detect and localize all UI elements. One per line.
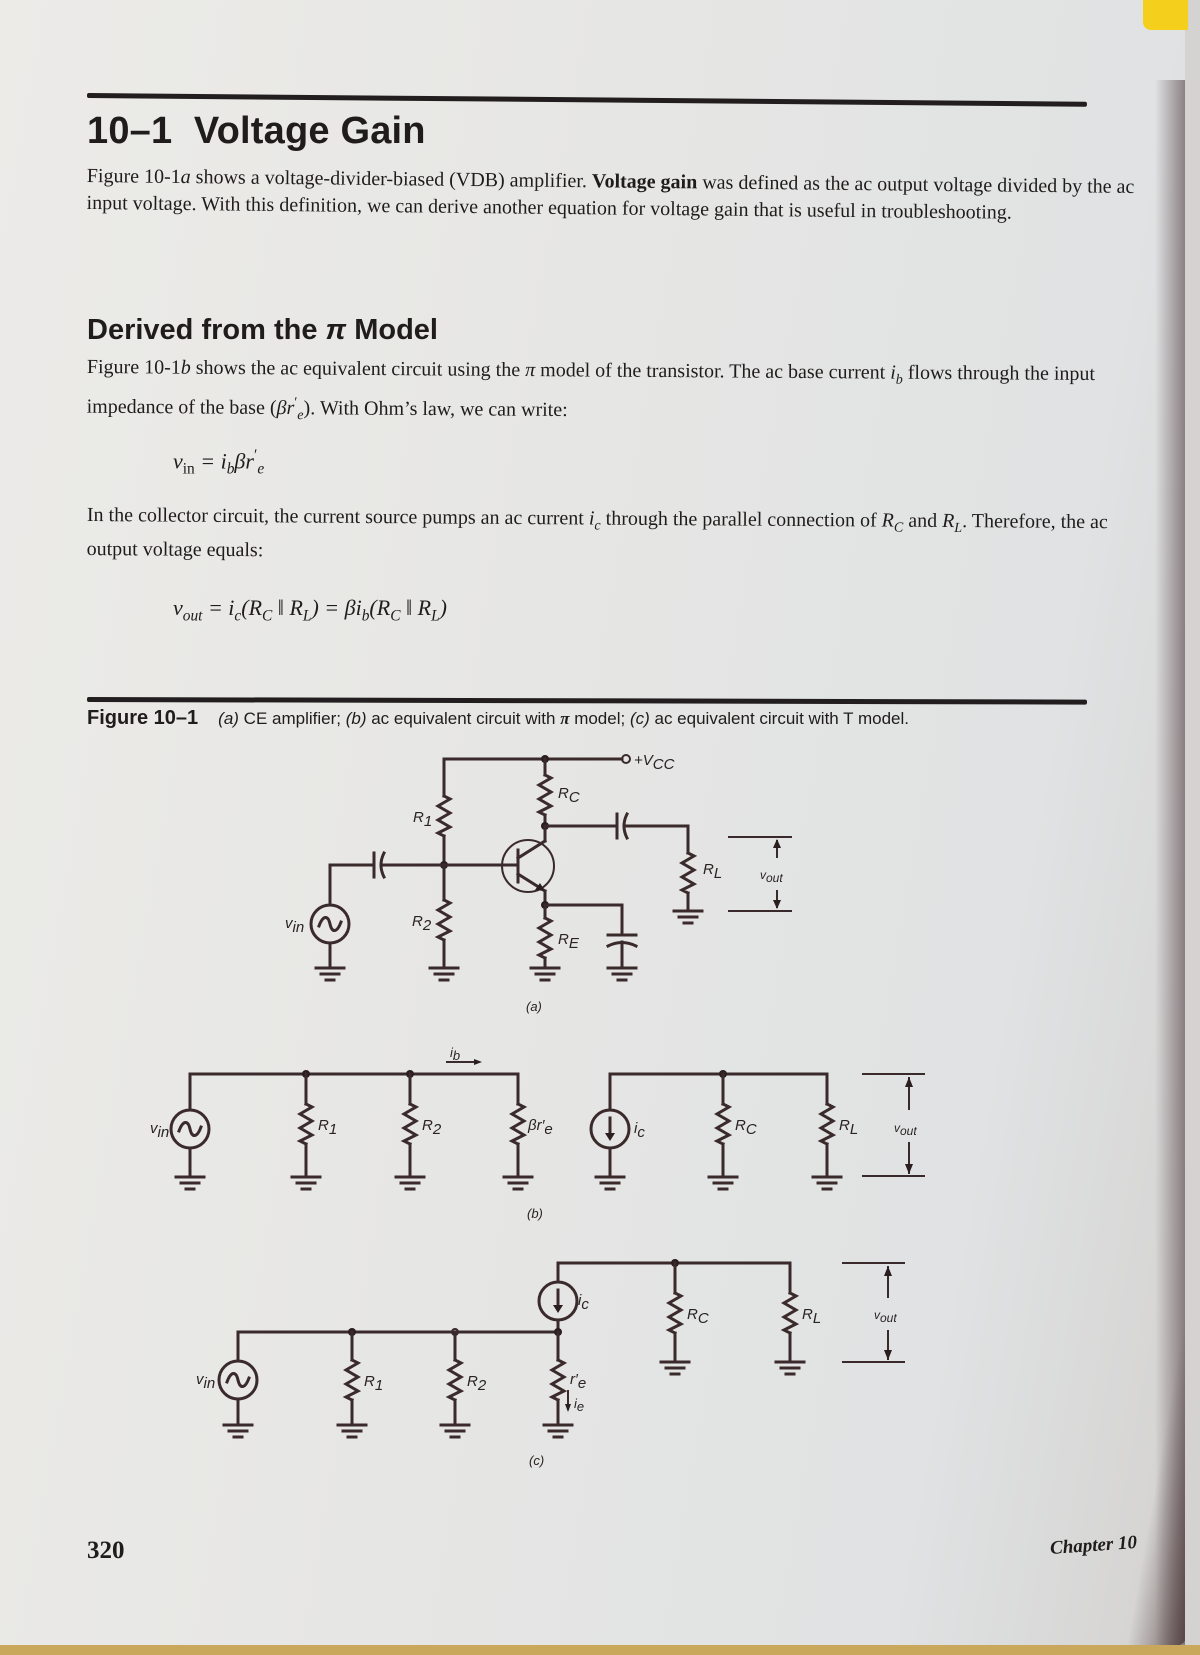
figure-label: Figure 10–1 bbox=[87, 707, 199, 729]
section-title: Voltage Gain bbox=[193, 110, 426, 152]
svg-text:vin: vin bbox=[285, 915, 304, 936]
equation-vin: vin = ibβr′e bbox=[173, 447, 265, 478]
svg-text:ic: ic bbox=[634, 1120, 645, 1141]
svg-text:vout: vout bbox=[894, 1121, 917, 1138]
equation-vout: vout = ic(RC ‖ RL) = βib(RC ‖ RL) bbox=[173, 595, 447, 625]
section-number: 10–1 bbox=[87, 110, 173, 152]
svg-text:RE: RE bbox=[558, 931, 580, 952]
panel-a-label: (a) bbox=[526, 999, 542, 1014]
svg-text:RL: RL bbox=[802, 1306, 821, 1327]
svg-text:r′e: r′e bbox=[570, 1371, 586, 1392]
panel-c-label: (c) bbox=[529, 1453, 544, 1468]
svg-text:R2: R2 bbox=[412, 913, 432, 934]
svg-text:RC: RC bbox=[687, 1306, 709, 1327]
svg-text:R1: R1 bbox=[364, 1373, 383, 1394]
svg-text:vin: vin bbox=[150, 1120, 169, 1141]
section-heading: 10–1 Voltage Gain bbox=[87, 110, 426, 153]
svg-text:R1: R1 bbox=[413, 809, 432, 830]
next-page-edge bbox=[1185, 0, 1200, 1655]
svg-text:vout: vout bbox=[874, 1308, 897, 1325]
svg-text:+VCC: +VCC bbox=[634, 752, 675, 773]
svg-text:ib: ib bbox=[450, 1045, 460, 1063]
svg-text:βr′e: βr′e bbox=[527, 1117, 553, 1138]
svg-text:ic: ic bbox=[578, 1292, 589, 1313]
svg-text:RL: RL bbox=[839, 1117, 858, 1138]
svg-text:vout: vout bbox=[760, 868, 783, 885]
svg-text:RC: RC bbox=[735, 1117, 757, 1138]
page-number: 320 bbox=[87, 1537, 125, 1564]
circuit-panel-a: +VCC R1 R2 vin RC bbox=[285, 752, 792, 1014]
circuit-panel-c: ic RC RL vout vin R1 bbox=[196, 1259, 905, 1468]
yellow-bookmark-tab bbox=[1143, 0, 1188, 30]
page-gutter-shadow bbox=[1155, 80, 1185, 1650]
svg-text:R2: R2 bbox=[422, 1117, 442, 1138]
table-surface bbox=[0, 1645, 1200, 1655]
svg-text:R2: R2 bbox=[467, 1373, 487, 1394]
circuit-panel-b: vin R1 R2 βr′e ib ic RC bbox=[150, 1045, 925, 1221]
svg-text:ie: ie bbox=[574, 1396, 584, 1414]
subsection-heading: Derived from the π Model bbox=[87, 314, 438, 346]
figure-caption: Figure 10–1(a) CE amplifier; (b) ac equi… bbox=[87, 707, 909, 729]
svg-text:RL: RL bbox=[703, 861, 722, 882]
svg-text:vin: vin bbox=[196, 1371, 215, 1392]
svg-text:RC: RC bbox=[558, 785, 580, 806]
svg-text:R1: R1 bbox=[318, 1117, 337, 1138]
panel-b-label: (b) bbox=[527, 1206, 543, 1221]
